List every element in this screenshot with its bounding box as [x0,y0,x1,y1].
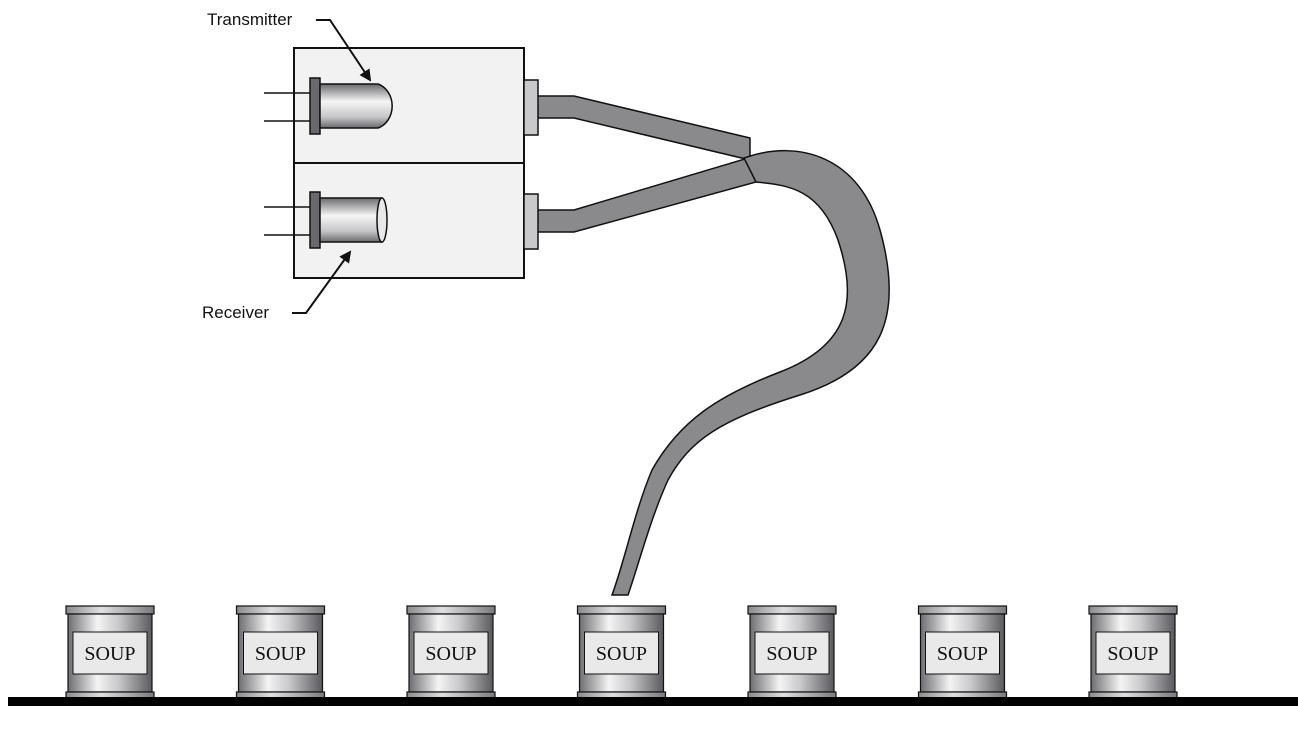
can-label-panel [243,631,318,675]
can-label: SOUP [84,643,135,665]
soup-can: SOUP [917,605,1008,699]
can-label-panel [584,631,659,675]
can-label: SOUP [255,643,306,665]
can-lid [65,605,155,615]
can-label: SOUP [766,643,817,665]
soup-can: SOUP [1088,605,1178,699]
soup-cans-row: SOUP SOUP SOUP SOUP SOUP SOUP SOUP [65,605,1178,699]
can-label-panel [754,631,830,675]
receiver-leader-arrow [292,250,352,314]
can-label-panel [1095,631,1171,675]
can-label-panel [925,631,1000,675]
transmitter-callout: Transmitter [207,10,372,82]
can-label-panel [72,631,148,675]
can-lid [406,605,496,615]
can-lid [1088,605,1178,615]
sensor-housing [293,47,539,279]
fiber-bundle [610,150,891,596]
can-label: SOUP [425,643,476,665]
can-label: SOUP [596,643,647,665]
transmitter-led [264,77,393,135]
soup-can: SOUP [65,605,155,699]
can-label: SOUP [1107,643,1158,665]
can-lid [576,605,667,615]
transmitter-leader-arrow [316,19,372,82]
soup-can: SOUP [235,605,326,699]
can-lid [235,605,326,615]
transmitter-label: Transmitter [207,10,293,29]
soup-can: SOUP [576,605,667,699]
can-lid [917,605,1008,615]
can-label-panel [413,631,489,675]
conveyor-belt [8,697,1298,706]
receiver-label: Receiver [202,303,269,322]
soup-can: SOUP [747,605,837,699]
receiver-callout: Receiver [202,250,352,322]
receiver-fiber-port [523,193,539,250]
receiver-photodetector [264,191,388,249]
can-lid [747,605,837,615]
can-label: SOUP [937,643,988,665]
soup-can: SOUP [406,605,496,699]
transmitter-fiber-port [523,79,539,136]
